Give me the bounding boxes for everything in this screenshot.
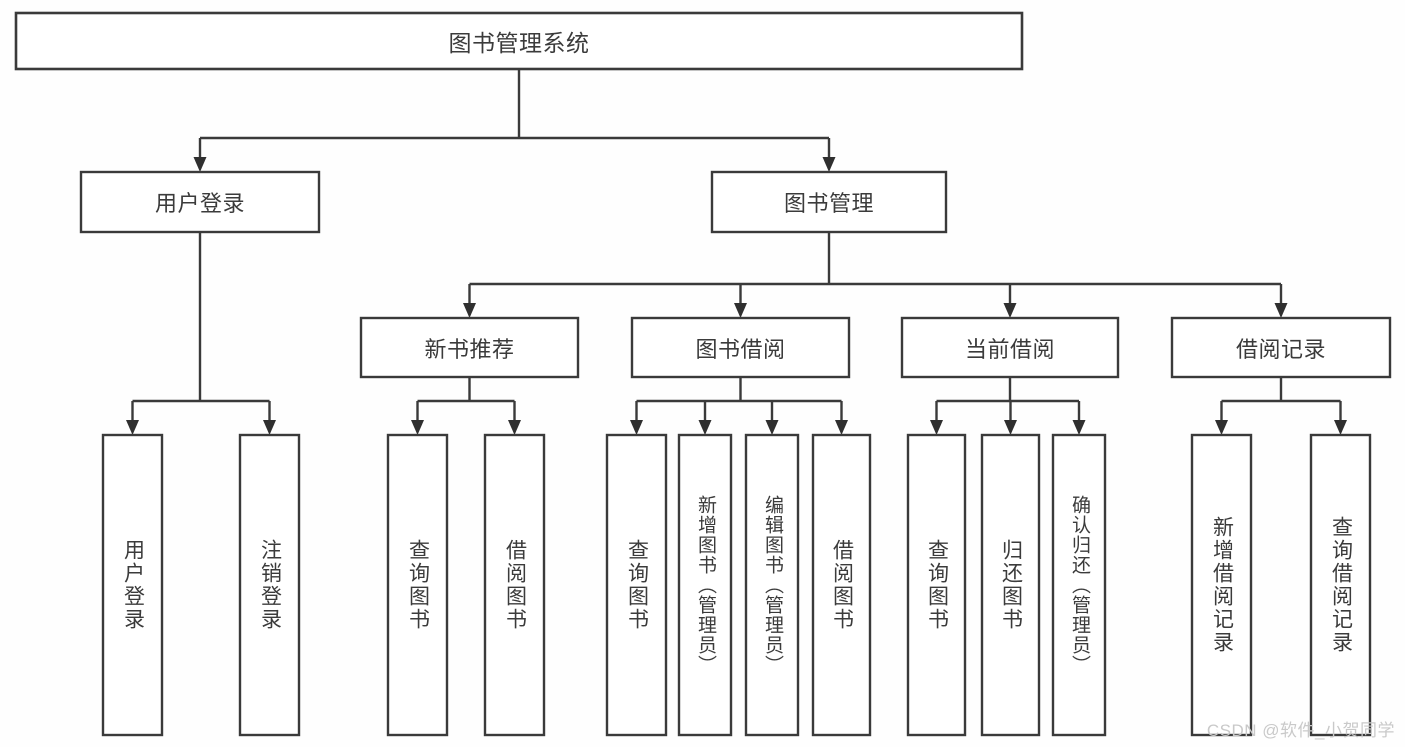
arrow-head-borrow-record: [1274, 303, 1288, 318]
arrow-head-leaf-query-book-cur: [930, 420, 943, 435]
arrow-head-leaf-borrow-book: [835, 420, 848, 435]
arrow-head-leaf-query-book-rec: [411, 420, 424, 435]
node-box-leaf-query-book-cur[interactable]: [906, 433, 967, 737]
node-box-leaf-query-record[interactable]: [1309, 433, 1372, 737]
node-box-leaf-return-book[interactable]: [980, 433, 1041, 737]
node-box-leaf-user-login[interactable]: [101, 433, 164, 737]
arrow-head-leaf-add-record: [1215, 420, 1228, 435]
arrow-head-book-manage: [822, 157, 836, 172]
node-box-root[interactable]: [14, 11, 1024, 71]
node-box-book-borrow[interactable]: [630, 316, 851, 379]
arrow-head-leaf-edit-book: [765, 420, 779, 435]
node-box-leaf-borrow-book-rec[interactable]: [483, 433, 546, 737]
arrow-head-leaf-query-book-borrow: [630, 420, 643, 435]
arrow-head-leaf-return-book: [1004, 420, 1017, 435]
boxes-layer: [14, 11, 1392, 737]
node-box-leaf-confirm-return[interactable]: [1051, 433, 1107, 737]
arrow-head-leaf-borrow-book-rec: [508, 420, 521, 435]
arrow-head-book-borrow: [734, 303, 747, 318]
arrow-head-new-book-rec: [463, 303, 476, 318]
node-box-leaf-query-book-borrow[interactable]: [605, 433, 668, 737]
node-box-leaf-edit-book[interactable]: [744, 433, 800, 737]
node-box-current-borrow[interactable]: [900, 316, 1120, 379]
node-box-borrow-record[interactable]: [1170, 316, 1392, 379]
connectors-layer: [126, 69, 1347, 435]
arrow-head-leaf-add-book: [698, 420, 712, 435]
arrow-head-current-borrow: [1003, 303, 1017, 318]
node-box-user-login[interactable]: [79, 170, 321, 234]
node-box-leaf-add-record[interactable]: [1190, 433, 1253, 737]
arrow-head-leaf-query-record: [1334, 420, 1347, 435]
arrow-head-user-login: [193, 157, 207, 172]
node-box-leaf-query-book-rec[interactable]: [386, 433, 449, 737]
arrow-head-leaf-confirm-return: [1072, 420, 1086, 435]
node-box-leaf-add-book[interactable]: [677, 433, 733, 737]
node-box-leaf-borrow-book[interactable]: [811, 433, 872, 737]
arrow-head-leaf-logout: [263, 420, 276, 435]
node-box-leaf-logout[interactable]: [238, 433, 301, 737]
node-box-book-manage[interactable]: [710, 170, 948, 234]
node-box-new-book-rec[interactable]: [359, 316, 580, 379]
arrow-head-leaf-user-login: [126, 420, 139, 435]
